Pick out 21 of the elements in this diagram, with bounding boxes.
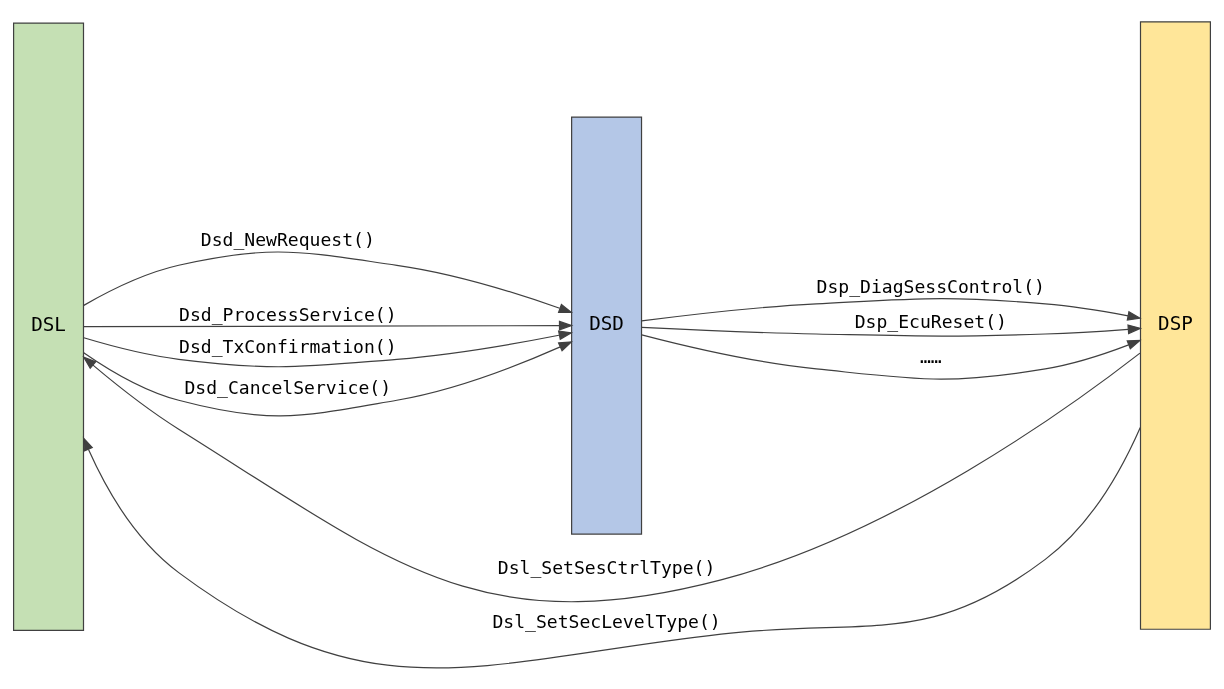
arrow: [641, 333, 1142, 380]
edge-label: Dsp_DiagSessControl(): [816, 275, 1045, 297]
arrow: [83, 320, 574, 331]
edge-label: ……: [919, 345, 942, 367]
edge-label: Dsd_CancelService(): [184, 376, 392, 398]
node-box: DSL: [13, 21, 85, 631]
edge-label: Dsd_TxConfirmation(): [179, 335, 397, 357]
arrow: [83, 340, 573, 416]
edge-label: Dsl_SetSecLevelType(): [492, 610, 721, 632]
edge-label: Dsd_ProcessService(): [179, 303, 397, 325]
arrow: [82, 426, 1141, 669]
edge-label: Dsd_NewRequest(): [200, 228, 375, 250]
node-box: DSP: [1139, 20, 1211, 630]
arrow: [82, 352, 1141, 602]
edge-label: Dsp_EcuReset(): [854, 310, 1007, 332]
arrow: [83, 329, 574, 367]
edge-label: Dsl_SetSesCtrlType(): [497, 556, 716, 578]
arrow: [641, 297, 1142, 322]
node-box: DSD: [571, 115, 643, 535]
arrow: [641, 323, 1143, 337]
arrow: [83, 250, 574, 313]
